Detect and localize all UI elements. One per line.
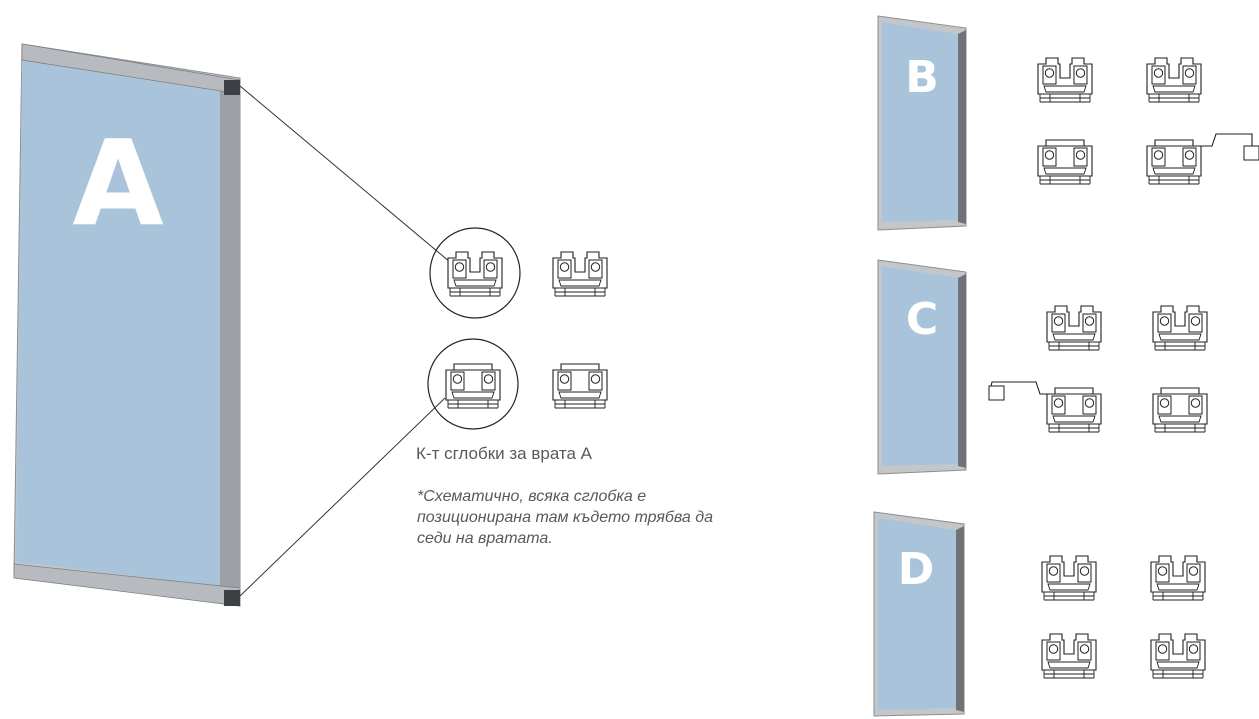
door-d-letter: D bbox=[898, 544, 935, 595]
assembly-b-bottom-left bbox=[1037, 139, 1093, 185]
door-a-right-stile bbox=[218, 82, 240, 600]
assembly-b-arm bbox=[1200, 133, 1259, 147]
door-d-right-stile bbox=[956, 526, 964, 712]
door-c: C bbox=[877, 259, 967, 475]
door-b-panel bbox=[882, 22, 958, 222]
door-b-letter: B bbox=[905, 52, 939, 103]
assembly-d-top-right bbox=[1150, 555, 1206, 601]
door-a-panel bbox=[16, 60, 220, 586]
assembly-c-top-left bbox=[1046, 305, 1102, 351]
assembly-b-top-right bbox=[1146, 57, 1202, 103]
assemblies-door-a bbox=[445, 251, 608, 409]
door-d: D bbox=[873, 511, 965, 717]
door-a-corner-bottom bbox=[224, 590, 240, 606]
door-a-corner-top bbox=[224, 80, 240, 95]
door-b: B bbox=[877, 15, 967, 231]
zoom-line-bottom bbox=[239, 397, 446, 597]
assembly-a-top-left bbox=[447, 251, 503, 297]
door-d-panel bbox=[878, 518, 956, 710]
assembly-c-arm-tab bbox=[988, 385, 1005, 401]
door-c-letter: C bbox=[906, 294, 938, 345]
zoom-circle-top bbox=[429, 227, 521, 319]
assembly-c-bottom-right bbox=[1152, 387, 1208, 433]
assembly-c-arm bbox=[989, 381, 1047, 395]
assembly-note: *Схематично, всяка сглобка е позиционира… bbox=[417, 488, 713, 547]
assembly-a-top-right bbox=[552, 251, 608, 297]
assemblies-door-c bbox=[988, 305, 1208, 433]
assembly-b-top-left bbox=[1037, 57, 1093, 103]
assemblies-door-d bbox=[1041, 555, 1206, 679]
assembly-d-top-left bbox=[1041, 555, 1097, 601]
assembly-c-bottom-left bbox=[1046, 387, 1102, 433]
assembly-d-bottom-left bbox=[1041, 633, 1097, 679]
assembly-d-bottom-right bbox=[1150, 633, 1206, 679]
door-a-letter: A bbox=[72, 114, 163, 252]
assembly-b-arm-tab bbox=[1243, 145, 1259, 161]
door-a: A bbox=[13, 43, 241, 607]
assembly-a-bottom-left bbox=[445, 363, 501, 409]
assembly-a-bottom-right bbox=[552, 363, 608, 409]
assembly-b-bottom-right bbox=[1146, 139, 1202, 185]
assemblies-door-b bbox=[1037, 57, 1259, 185]
zoom-circle-bottom bbox=[427, 338, 519, 430]
assembly-c-top-right bbox=[1152, 305, 1208, 351]
door-c-panel bbox=[882, 266, 958, 466]
door-c-right-stile bbox=[958, 274, 966, 468]
assembly-caption: К-т сглобки за врата А bbox=[416, 444, 593, 463]
zoom-line-top bbox=[239, 85, 451, 263]
door-b-right-stile bbox=[958, 30, 966, 224]
